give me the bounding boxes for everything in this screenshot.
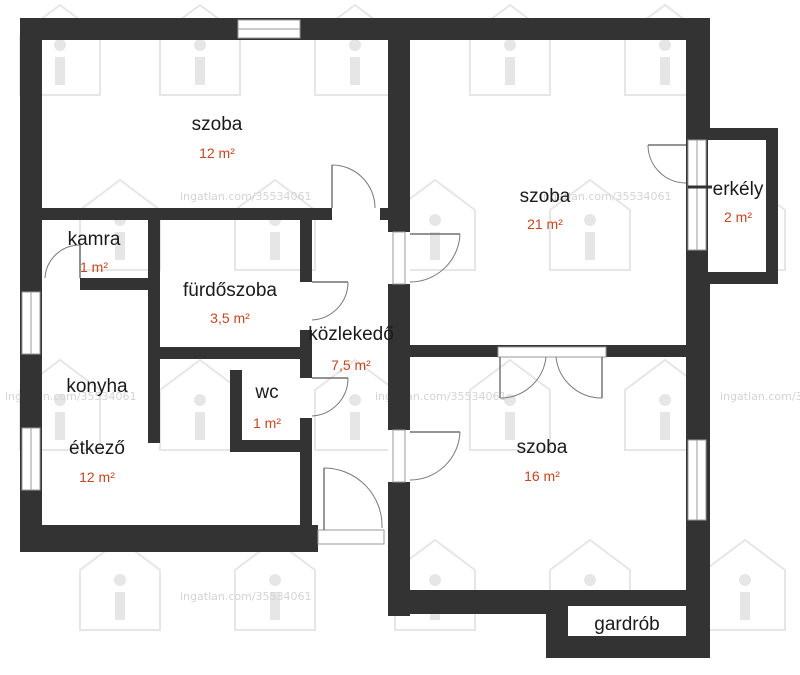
watermark-icon bbox=[469, 358, 551, 451]
gardrob-interior bbox=[568, 606, 686, 636]
room-wardrobe: gardrób bbox=[594, 614, 660, 635]
room-area: 2 m² bbox=[724, 209, 752, 225]
door-upper-room bbox=[331, 164, 376, 209]
room-name: szoba bbox=[192, 114, 243, 135]
room-lower-right: szoba 16 m² bbox=[517, 437, 568, 484]
room-upper-right: szoba 21 m² bbox=[520, 186, 571, 232]
door-pantry bbox=[44, 244, 81, 279]
watermark-icon bbox=[314, 358, 396, 451]
walls bbox=[20, 18, 778, 658]
room-bathroom: fürdőszoba 3,5 m² bbox=[183, 280, 277, 326]
room-name: kamra bbox=[68, 229, 121, 250]
wall-right bbox=[686, 18, 710, 658]
wall-center-vertical bbox=[388, 18, 410, 616]
room-area: 7,5 m² bbox=[331, 357, 371, 373]
room-name: közlekedő bbox=[308, 324, 394, 345]
door-lower-room bbox=[409, 431, 461, 481]
room-area: 1 m² bbox=[253, 415, 281, 431]
room-wc: wc 1 m² bbox=[253, 382, 281, 431]
room-name: erkély bbox=[713, 179, 764, 200]
room-upper-left: szoba 12 m² bbox=[192, 114, 243, 161]
door-balcony bbox=[647, 144, 687, 184]
room-name: konyha bbox=[66, 376, 128, 397]
watermark-icon bbox=[79, 538, 161, 631]
room-kitchen: konyha bbox=[66, 376, 128, 397]
room-pantry: kamra 1 m² bbox=[68, 229, 121, 275]
watermark-icon bbox=[704, 538, 786, 631]
room-name: gardrób bbox=[594, 614, 660, 635]
room-dining: étkező 12 m² bbox=[69, 438, 125, 485]
wall-v-kitchen bbox=[148, 215, 160, 443]
watermark-text: ingatlan.com/35534061 bbox=[720, 390, 800, 403]
door-entrance bbox=[323, 467, 383, 530]
watermark-icon bbox=[159, 358, 241, 451]
wall-h-upper-left bbox=[20, 208, 390, 220]
watermark-icon bbox=[234, 538, 316, 631]
windows bbox=[21, 19, 707, 521]
window-inner-double bbox=[497, 346, 607, 358]
room-area: 12 m² bbox=[79, 469, 115, 485]
room-name: szoba bbox=[517, 437, 568, 458]
door-wc bbox=[311, 377, 349, 417]
watermark-text: ingatlan.com/35534061 bbox=[540, 190, 672, 203]
room-name: szoba bbox=[520, 186, 571, 207]
watermark-text: ingatlan.com/35534061 bbox=[180, 590, 312, 603]
door-living-room bbox=[409, 233, 461, 283]
wall-h-wc-bottom bbox=[230, 440, 308, 452]
room-corridor: közlekedő 7,5 m² bbox=[308, 324, 394, 373]
wall-h-bath-bottom bbox=[155, 347, 305, 359]
room-area: 12 m² bbox=[199, 145, 235, 161]
room-labels: szoba 12 m² szoba 21 m² erkély 2 m² kamr… bbox=[66, 114, 763, 635]
room-area: 21 m² bbox=[527, 216, 563, 232]
balcony-interior bbox=[708, 140, 766, 272]
wall-left-upper bbox=[20, 18, 42, 293]
room-area: 1 m² bbox=[80, 259, 108, 275]
doors bbox=[42, 144, 712, 552]
wall-bottom-left bbox=[20, 525, 320, 552]
room-name: fürdőszoba bbox=[183, 280, 277, 301]
watermark-text: ingatlan.com/35534061 bbox=[180, 190, 312, 203]
door-bathroom bbox=[311, 281, 349, 321]
wall-top bbox=[20, 18, 710, 40]
wall-v-wc bbox=[230, 370, 242, 450]
double-door bbox=[499, 356, 603, 399]
room-name: wc bbox=[254, 382, 278, 403]
watermark-icon bbox=[549, 178, 631, 271]
room-area: 16 m² bbox=[524, 468, 560, 484]
room-balcony: erkély 2 m² bbox=[713, 179, 764, 225]
room-name: étkező bbox=[69, 438, 125, 459]
room-area: 3,5 m² bbox=[210, 310, 250, 326]
wall-bottom-center bbox=[388, 590, 548, 614]
